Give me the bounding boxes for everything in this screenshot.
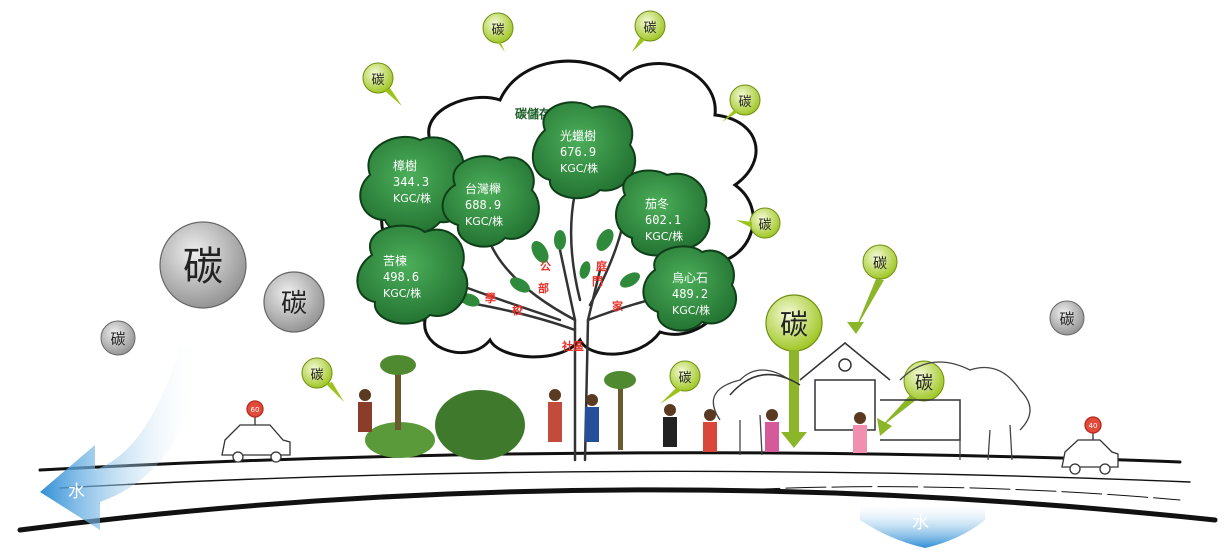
branch-label-5: 門: [592, 275, 603, 288]
branch-label-1: 學: [485, 291, 496, 305]
svg-text:碳: 碳: [1059, 310, 1074, 328]
car-right-speed: 40: [1089, 422, 1098, 430]
svg-text:烏心石: 烏心石: [672, 271, 708, 285]
canopy-kulian: 苦楝 498.6 KGC/株: [356, 224, 469, 325]
carbon-callout-7: 碳: [877, 360, 945, 436]
svg-text:KGC/株: KGC/株: [645, 229, 683, 243]
carbon-callout-large: 碳: [765, 294, 823, 448]
svg-text:676.9: 676.9: [560, 145, 596, 159]
house-sketch: [729, 342, 961, 441]
tree-leaves: [460, 229, 670, 307]
carbon-callout-9: 碳: [660, 360, 701, 404]
branch-label-2: 校: [512, 303, 524, 317]
svg-text:602.1: 602.1: [645, 213, 681, 227]
branch-label-7: 庭: [596, 259, 607, 273]
svg-text:KGC/株: KGC/株: [383, 286, 421, 300]
car-right: 40: [1061, 416, 1119, 475]
svg-text:碳: 碳: [738, 95, 751, 110]
branch-label-3: 公: [540, 260, 551, 273]
carbon-callout-2: 碳: [632, 10, 666, 52]
svg-text:台灣櫸: 台灣櫸: [465, 181, 501, 196]
people-group: [358, 389, 867, 453]
car-left-speed: 60: [251, 406, 260, 414]
svg-text:碳: 碳: [780, 308, 808, 341]
ground-lines: [17, 451, 1218, 533]
svg-text:光蠟樹: 光蠟樹: [560, 129, 596, 143]
grey-carbon-large: 碳: [159, 221, 247, 309]
svg-text:KGC/株: KGC/株: [393, 191, 431, 205]
svg-text:苦楝: 苦楝: [383, 253, 407, 268]
carbon-callout-5: 碳: [736, 207, 781, 239]
canopy-guanglashu: 光蠟樹 676.9 KGC/株: [531, 101, 637, 200]
garden-plants: [365, 355, 636, 460]
water-label-left: 水: [68, 482, 85, 502]
svg-text:碳: 碳: [758, 218, 771, 233]
grey-carbon-small-left: 碳: [100, 320, 136, 356]
canopy-wuxinshi: 烏心石 489.2 KGC/株: [642, 245, 738, 332]
svg-text:碳: 碳: [371, 73, 384, 88]
svg-text:489.2: 489.2: [672, 287, 708, 301]
svg-text:碳: 碳: [310, 368, 323, 383]
water-arrow-left: 水: [40, 345, 200, 530]
water-arrow-right: 水: [860, 505, 985, 548]
carbon-callout-8: 碳: [301, 357, 344, 402]
water-label-right: 水: [912, 513, 929, 533]
svg-text:KGC/株: KGC/株: [672, 303, 710, 317]
branch-labels: 學 校 公 部 門 家 庭 社區: [485, 259, 624, 353]
svg-text:碳: 碳: [183, 244, 223, 290]
svg-text:碳: 碳: [643, 21, 656, 36]
svg-text:碳: 碳: [873, 256, 887, 272]
svg-text:碳: 碳: [110, 330, 125, 348]
branch-label-6: 家: [612, 299, 624, 313]
trunk-label: 社區: [561, 339, 584, 353]
svg-text:茄冬: 茄冬: [645, 196, 669, 211]
carbon-callout-6: 碳: [847, 244, 898, 334]
carbon-callout-4: 碳: [722, 84, 761, 122]
svg-text:KGC/株: KGC/株: [560, 161, 598, 175]
svg-text:344.3: 344.3: [393, 175, 429, 189]
svg-text:碳: 碳: [281, 289, 307, 319]
canopy-jiadong: 茄冬 602.1 KGC/株: [614, 169, 711, 257]
svg-text:碳: 碳: [678, 371, 691, 386]
canopy-taiwanju: 台灣櫸 688.9 KGC/株: [441, 155, 540, 248]
carbon-callout-1: 碳: [482, 12, 514, 52]
svg-text:498.6: 498.6: [383, 270, 419, 284]
car-left: 60: [221, 400, 291, 463]
grey-carbon-small-right: 碳: [1049, 300, 1085, 336]
svg-text:688.9: 688.9: [465, 198, 501, 212]
branch-label-4: 部: [538, 281, 549, 295]
carbon-callout-3: 碳: [362, 62, 402, 106]
svg-text:碳: 碳: [915, 373, 933, 394]
svg-text:樟樹: 樟樹: [393, 158, 417, 173]
sketch-trees: [712, 361, 1031, 461]
svg-text:碳: 碳: [491, 23, 504, 38]
grey-carbon-medium: 碳: [263, 271, 325, 333]
svg-text:KGC/株: KGC/株: [465, 214, 503, 228]
